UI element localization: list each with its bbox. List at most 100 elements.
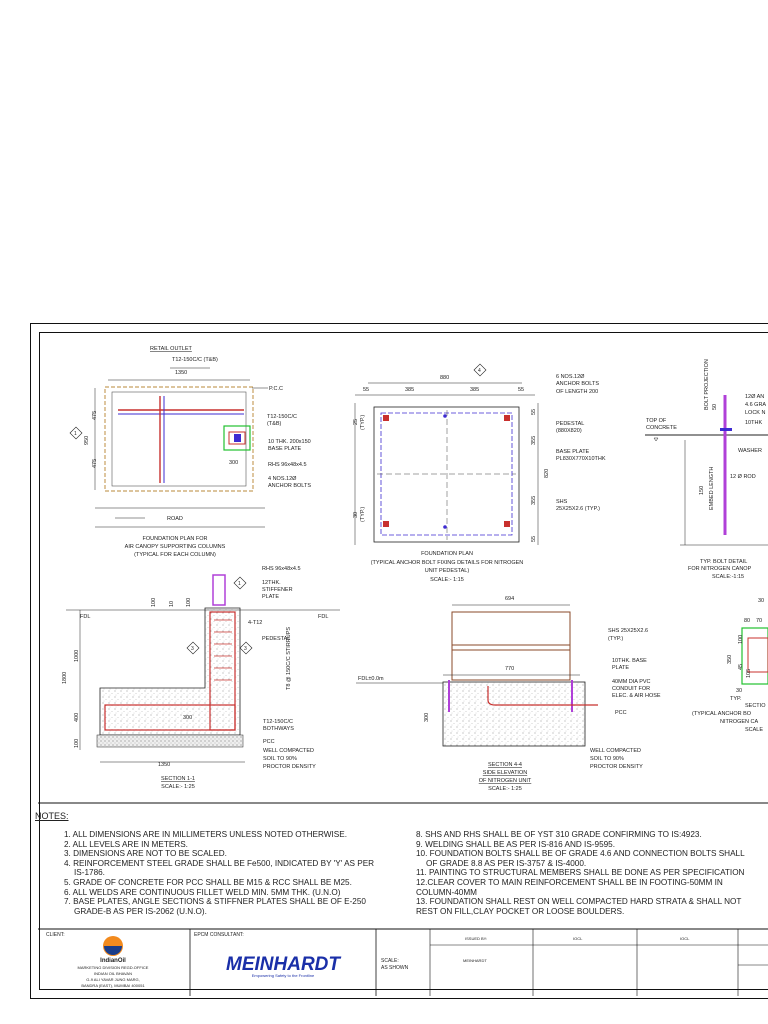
note-12: 12.CLEAR COVER TO MAIN REINFORCEMENT SHA… — [416, 877, 723, 887]
plan1-anchor: 4 NOS.12Ø — [268, 476, 297, 482]
marker-3: 3 — [191, 646, 194, 652]
plan1-base-plate2: BASE PLATE — [268, 446, 302, 452]
sec11-dim-10: 10 — [169, 601, 175, 607]
bolt-rod: 12 Ø ROD — [730, 474, 756, 480]
sec44-soil2: SOIL TO 90% — [590, 756, 624, 762]
bolt-washer: WASHER — [738, 448, 762, 454]
notes-left-column: 1. ALL DIMENSIONS ARE IN MILLIMETERS UNL… — [64, 830, 374, 916]
plan1-rebar-top: T12-150C/C (T&B) — [172, 357, 218, 363]
sec11-soil1: WELL COMPACTED — [263, 748, 314, 754]
meinhardt-logo: MEINHARDT — [226, 954, 341, 975]
plan2-pedestal: PEDESTAL — [556, 421, 584, 427]
plan2-dim-385a: 385 — [405, 387, 414, 393]
plan2-shs: SHS — [556, 499, 568, 505]
sec11-stirrups: T8 @ 150C/C STIRRUPS — [286, 627, 292, 690]
plan1-caption1: FOUNDATION PLAN FOR — [143, 536, 208, 542]
plan1-dim-475a: 475 — [92, 411, 98, 420]
plan1-tb: (T&B) — [267, 421, 282, 427]
plan2-dim-355b: 355 — [531, 496, 537, 505]
note-8: 8. SHS AND RHS SHALL BE OF YST 310 GRADE… — [416, 830, 702, 839]
bolt-anchor2: 4.6 GRA — [745, 402, 766, 408]
sec11-dim-100c: 100 — [74, 739, 80, 748]
sec44-caption2: SIDE ELEVATION — [483, 770, 527, 776]
note-13: 13. FOUNDATION SHALL REST ON WELL COMPAC… — [416, 897, 742, 907]
sec11-fdl-left: FDL — [80, 614, 90, 620]
note-11: 11. PAINTING TO STRUCTURAL MEMBERS SHALL… — [416, 868, 745, 878]
sec11-fdl-right: FDL — [318, 614, 328, 620]
plan1-title-top: RETAIL OUTLET — [150, 346, 193, 352]
foundation-plan-air-canopy: RETAIL OUTLET T12-150C/C (T&B) 1350 P.C.… — [84, 346, 311, 558]
plan1-road: ROAD — [167, 516, 183, 522]
sec11-dim-1000: 1000 — [74, 650, 80, 662]
sec44-dim-300: 300 — [424, 713, 430, 722]
marker-1: 1 — [74, 431, 77, 437]
sec11-dim-1800: 1800 — [62, 672, 68, 684]
plan2-dim-55b: 55 — [518, 387, 524, 393]
bolt-dim-150: 150 — [699, 486, 705, 495]
plan2-anchor2: ANCHOR BOLTS — [556, 381, 599, 387]
foundation-plan-nitrogen: 880 55 385 385 55 6 NOS.12Ø ANCHOR BOLTS… — [353, 374, 606, 583]
plan1-caption2: AIR CANOPY SUPPORTING COLUMNS — [125, 544, 226, 550]
secr-dim-30b: 30 — [736, 688, 742, 694]
note-9: 9. WELDING SHALL BE AS PER IS-816 AND IS… — [416, 839, 616, 849]
meinhardt-tagline: Empowering Safety to the Frontline — [252, 973, 315, 978]
notes-heading: NOTES: — [35, 811, 69, 821]
sec11-pedestal: PEDESTAL — [262, 636, 290, 642]
plan1-dim-300: 300 — [229, 460, 238, 466]
plan2-dim-385b: 385 — [470, 387, 479, 393]
note-4b: IS-1786. — [74, 868, 105, 878]
secr-dim-45: 45 — [738, 664, 744, 670]
plan2-caption3: UNIT PEDESTAL) — [425, 568, 470, 574]
plan1-base-plate: 10 THK. 200x150 — [268, 439, 311, 445]
bolt-scale: SCALE:-1:15 — [712, 574, 744, 580]
bolt-top-concrete2: CONCRETE — [646, 425, 677, 431]
plan2-caption1: FOUNDATION PLAN — [421, 551, 473, 557]
sec44-conduit2: CONDUIT FOR — [612, 686, 650, 692]
bolt-projection: BOLT PROJECTION — [704, 359, 710, 410]
sec11-bothways2: BOTHWAYS — [263, 726, 294, 732]
secr-dim-70: 70 — [756, 618, 762, 624]
plan1-caption3: (TYPICAL FOR EACH COLUMN) — [134, 552, 216, 558]
bolt-detail: BOLT PROJECTION 50 12Ø AN 4.6 GRA LOCK N… — [645, 359, 768, 580]
sec11-soil3: PROCTOR DENSITY — [263, 764, 316, 770]
bolt-dim-50: 50 — [712, 404, 718, 410]
client-address-2: INDIAN OIL BHAVAN — [94, 971, 132, 976]
marker-1b: 1 — [238, 581, 241, 587]
note-12b: COLUMN-40MM — [416, 887, 477, 897]
secr-caption1: SECTIO — [745, 703, 766, 709]
plan2-anchor3: OF LENGTH 200 — [556, 389, 598, 395]
sec11-caption: SECTION 1-1 — [161, 776, 195, 782]
iocl-1: IOCL — [573, 936, 583, 941]
sec44-dim-770: 770 — [505, 666, 514, 672]
bolt-caption1: TYP. BOLT DETAIL — [700, 559, 747, 565]
sec44-dim-694: 694 — [505, 596, 514, 602]
secr-dim-80: 80 — [744, 618, 750, 624]
marker-4: 4 — [478, 368, 481, 374]
bolt-anchor1: 12Ø AN — [745, 394, 764, 400]
sec44-soil1: WELL COMPACTED — [590, 748, 641, 754]
sec11-dim-300: 300 — [183, 715, 192, 721]
plan2-dim-55d: 55 — [531, 536, 537, 542]
marker-3b: 3 — [244, 646, 247, 652]
sec11-pcc: PCC — [263, 739, 275, 745]
plan2-dim-30: 30 — [353, 512, 359, 518]
plan2-dim-880: 880 — [440, 375, 449, 381]
plan1-pcc: P.C.C — [269, 386, 283, 392]
plan2-pedestal2: (880X820) — [556, 428, 582, 434]
secr-caption2: (TYPICAL ANCHOR BO — [692, 711, 752, 717]
plan2-baseplate: BASE PLATE — [556, 449, 590, 455]
note-6: 6. ALL WELDS ARE CONTINUOUS FILLET WELD … — [64, 887, 341, 897]
secr-caption3: NITROGEN CA — [720, 719, 759, 725]
note-4: 4. REINFORCEMENT STEEL GRADE SHALL BE Fe… — [64, 858, 375, 868]
client-address-1: MARKETING DIVISION REGD.OFFICE — [78, 965, 149, 970]
plan2-typ-2: (TYP.) — [360, 507, 366, 522]
bolt-top-concrete: TOP OF — [646, 418, 667, 424]
scale-value: AS SHOWN — [381, 965, 409, 971]
sec11-t12: 4-T12 — [248, 620, 262, 626]
sec44-shs2: (TYP.) — [608, 636, 623, 642]
section-1-1: RHS 96x48x4.5 12THK. STIFFENER PLATE FDL… — [62, 566, 340, 790]
issued-by-label: ISSUED BY: — [465, 936, 487, 941]
plan2-dim-355a: 355 — [531, 436, 537, 445]
sec11-dim-100b: 100 — [186, 598, 192, 607]
